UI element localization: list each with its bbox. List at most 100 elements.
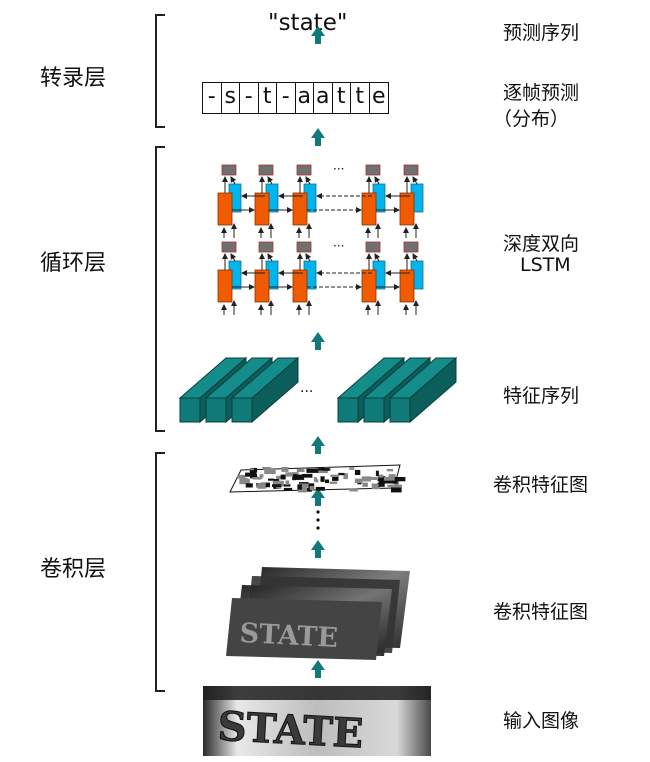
up-arrow-icon <box>311 540 325 550</box>
feature-noise <box>302 473 313 478</box>
feature-noise <box>262 467 271 470</box>
feature-noise <box>240 477 248 483</box>
forward-lstm-cell <box>399 269 415 303</box>
output-arrow <box>267 253 274 262</box>
forward-lstm-cell <box>254 192 270 226</box>
output-cell <box>221 164 237 176</box>
feature-noise <box>361 476 372 482</box>
frame-char: e <box>371 84 386 109</box>
feature-noise <box>313 477 317 482</box>
transcription-bracket <box>155 14 165 128</box>
feature-column <box>337 397 359 423</box>
feature-noise <box>307 488 312 492</box>
output-arrow <box>305 176 312 185</box>
feature-noise <box>309 486 314 490</box>
forward-lstm-cell <box>292 192 308 226</box>
forward-lstm-cell <box>217 192 233 226</box>
output-arrow <box>412 176 419 185</box>
feature-noise <box>375 470 379 477</box>
frame-char: - <box>277 83 296 113</box>
feature-noise <box>283 487 293 491</box>
feature-noise <box>268 478 274 481</box>
feature-noise <box>354 478 363 483</box>
teal-arrows <box>311 26 325 678</box>
feature-noise <box>252 477 263 480</box>
feature-column-side <box>409 356 457 424</box>
feature-noise <box>382 479 395 484</box>
up-arrow-icon <box>311 436 325 446</box>
feature-noise <box>354 469 361 475</box>
up-arrow-shaft <box>315 550 321 558</box>
feature-noise <box>390 484 402 488</box>
feature-noise <box>386 469 394 472</box>
feature-noise <box>292 474 305 480</box>
feature-noise <box>297 484 302 490</box>
feature-noise <box>383 476 395 481</box>
frame-sequence: - s - t - a a t t e <box>202 82 389 114</box>
feature-noise <box>394 481 399 487</box>
bilstm-label-2: LSTM <box>520 254 571 276</box>
feature-noise <box>297 486 307 493</box>
frame-char: t <box>333 83 351 113</box>
frame-char: - <box>240 83 259 113</box>
feature-column <box>179 397 201 423</box>
frame-pred-label: 逐帧预测 <box>503 82 580 104</box>
up-arrow-shaft <box>315 670 321 678</box>
output-arrow <box>412 253 419 262</box>
up-arrow-icon <box>311 26 325 36</box>
transcription-layer-label: 转录层 <box>40 66 107 91</box>
output-text: "state" <box>268 10 348 36</box>
lstm-ellipsis: ··· <box>333 162 344 176</box>
feature-noise <box>245 472 253 477</box>
feature-seq-label: 特征序列 <box>503 385 580 407</box>
feature-column <box>389 397 411 423</box>
output-arrow <box>230 176 237 185</box>
feature-noise <box>325 479 330 484</box>
feature-noise <box>378 474 384 478</box>
feature-noise <box>296 469 305 472</box>
feature-noise <box>285 480 290 485</box>
feature-noise <box>272 484 282 487</box>
output-cell <box>403 241 419 253</box>
feature-noise <box>250 473 257 479</box>
conv-map-mid-label: 卷积特征图 <box>493 601 589 623</box>
frame-char: t <box>259 83 277 113</box>
feature-column <box>205 397 227 423</box>
up-arrow-icon <box>311 488 325 498</box>
up-arrow-shaft <box>315 138 321 146</box>
frame-char: s <box>222 83 240 113</box>
feature-noise <box>338 472 345 476</box>
output-arrow <box>267 176 274 185</box>
feature-ellipsis: ··· <box>300 384 313 400</box>
feature-noise <box>272 480 284 487</box>
feature-noise <box>388 474 396 479</box>
feature-noise <box>349 467 355 470</box>
bilstm-grid: ··· ··· <box>217 162 424 315</box>
recurrent-bracket <box>155 146 165 432</box>
output-cell <box>403 164 419 176</box>
feature-noise <box>362 482 368 487</box>
lstm-ellipsis: ··· <box>333 239 344 253</box>
feature-noise <box>273 479 280 482</box>
output-arrow <box>230 253 237 262</box>
feature-noise <box>377 476 386 481</box>
feature-noise <box>285 472 294 477</box>
output-arrow <box>374 176 381 185</box>
feature-noise <box>349 488 358 492</box>
feature-noise <box>281 467 289 472</box>
up-arrow-icon <box>311 660 325 670</box>
feature-noise <box>257 482 266 489</box>
conv-layer-label: 卷积层 <box>40 557 107 582</box>
output-arrow <box>305 253 312 262</box>
conv-feature-map-mid: STATE <box>226 567 410 660</box>
feature-noise <box>259 474 264 478</box>
up-arrow-shaft <box>315 498 321 506</box>
feature-noise <box>320 476 325 482</box>
feature-noise <box>330 474 340 477</box>
feature-noise <box>379 479 383 483</box>
feature-noise <box>378 481 385 487</box>
up-arrow-shaft <box>315 342 321 350</box>
output-arrow <box>374 253 381 262</box>
